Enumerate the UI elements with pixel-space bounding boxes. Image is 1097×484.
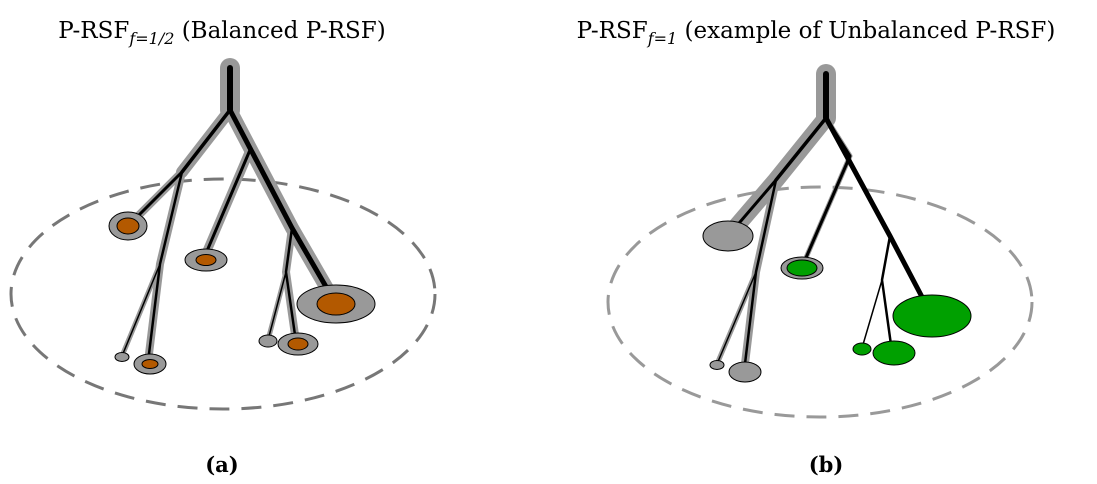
- panel-a-leaf-node-5: [133, 353, 167, 375]
- panel-b-title-sub: f=1: [647, 29, 678, 48]
- panel-a-leaf-node-3: [296, 284, 376, 324]
- panel-a-tree-branches: [121, 65, 339, 364]
- panel-a-leaf-node-6: [258, 334, 278, 348]
- panel-b-title: P-RSFf=1 (example of Unbalanced P-RSF): [577, 18, 1056, 48]
- panel-b-leaf-node-6: [852, 342, 872, 356]
- panel-a-title-sub: f=1/2: [128, 29, 174, 48]
- panel-a-leaf-node-1: [108, 211, 148, 241]
- panel-b-leaf-node-7: [872, 340, 916, 366]
- panel-a-caption: (a): [205, 452, 238, 477]
- panel-b-leaf-node-5: [728, 361, 762, 383]
- panel-b-leaf-node-2: [780, 256, 824, 280]
- panel-a-leaf-node-7: [277, 332, 319, 356]
- panel-b-caption: (b): [809, 452, 844, 477]
- panel-a-leaf-node-2: [184, 248, 228, 272]
- panel-b-leaf-node-1: [702, 220, 754, 252]
- panel-b-title-rest: (example of Unbalanced P-RSF): [677, 18, 1055, 44]
- panel-b-leaf-node-4: [709, 360, 725, 370]
- panel-b-leaf-node-3: [892, 294, 972, 338]
- panel-a-title: P-RSFf=1/2 (Balanced P-RSF): [58, 18, 385, 48]
- panel-a-title-main: P-RSF: [58, 18, 129, 44]
- panel-b: P-RSFf=1 (example of Unbalanced P-RSF): [577, 18, 1056, 477]
- panel-b-title-main: P-RSF: [577, 18, 648, 44]
- panel-a-dashed-region: [9, 177, 437, 411]
- panel-a-title-rest: (Balanced P-RSF): [174, 18, 385, 44]
- panel-b-dashed-region: [606, 185, 1034, 419]
- panel-a: P-RSFf=1/2 (Balanced P-RSF): [9, 18, 437, 477]
- panel-a-leaf-node-4: [114, 352, 130, 362]
